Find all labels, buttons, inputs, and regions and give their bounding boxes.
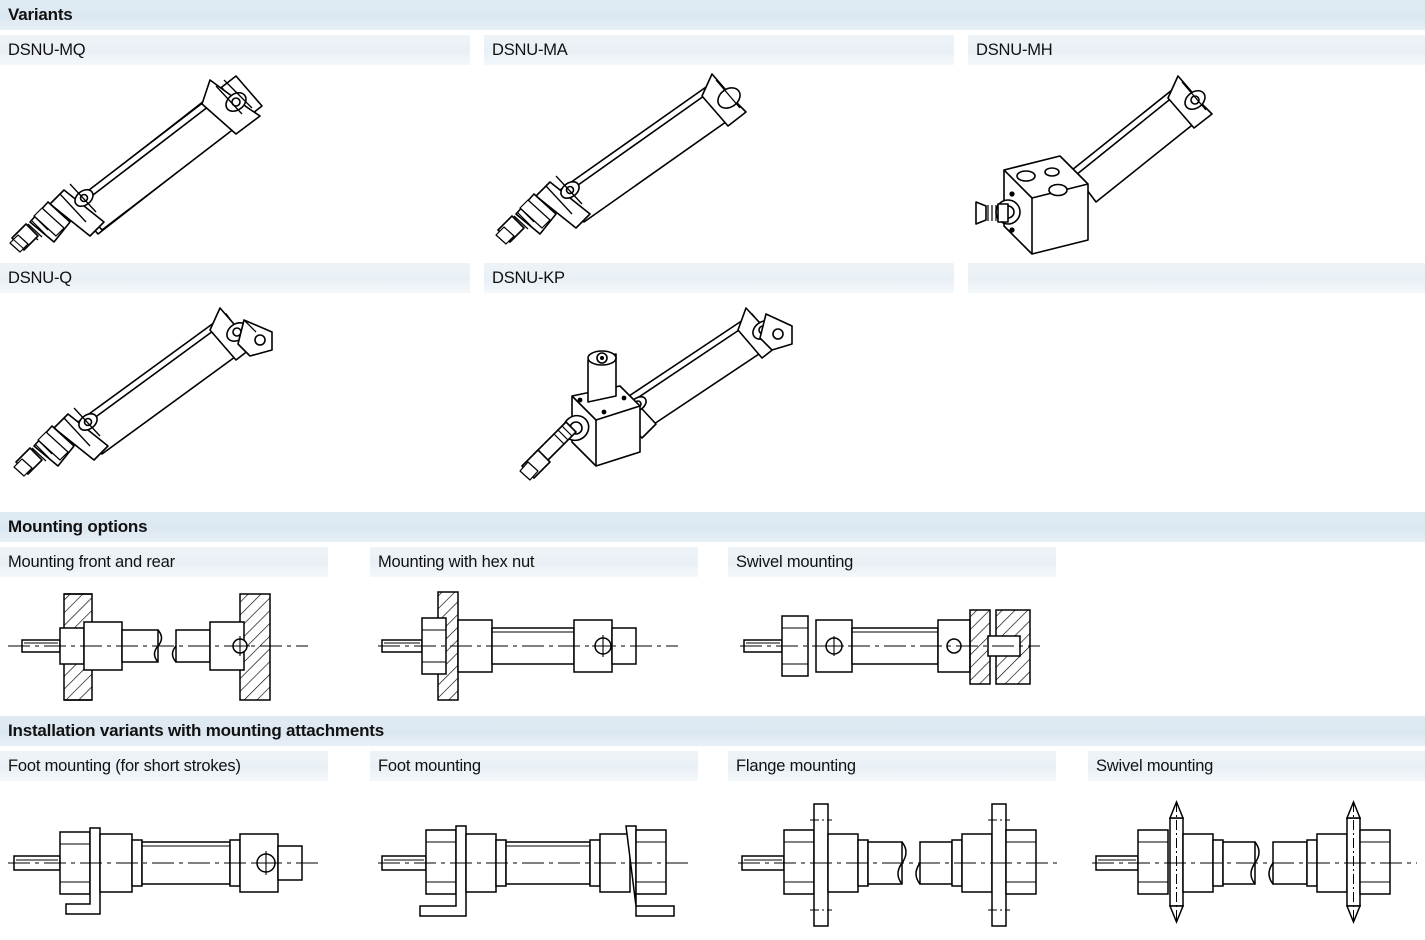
figure-mounting-front-and-rear bbox=[8, 592, 308, 702]
label-band-foot-mounting: Foot mounting bbox=[370, 751, 698, 781]
section-header-mounting-options: Mounting options bbox=[0, 512, 1425, 542]
installation-label: Foot mounting (for short strokes) bbox=[8, 756, 241, 775]
label-band-mounting-front-rear: Mounting front and rear bbox=[0, 547, 328, 577]
figure-flange-mounting bbox=[738, 796, 1058, 936]
label-band-dsnu-ma: DSNU-MA bbox=[484, 35, 954, 65]
installation-label: Foot mounting bbox=[378, 756, 481, 775]
mounting-label: Swivel mounting bbox=[736, 552, 854, 571]
variant-label: DSNU-MA bbox=[492, 40, 568, 59]
figure-swivel-mounting-installation bbox=[1092, 790, 1417, 940]
mounting-label: Mounting with hex nut bbox=[378, 552, 535, 571]
figure-mounting-with-hex-nut bbox=[378, 591, 678, 702]
figure-dsnu-kp bbox=[480, 300, 810, 490]
figure-dsnu-ma bbox=[488, 72, 768, 252]
label-band-dsnu-mq: DSNU-MQ bbox=[0, 35, 470, 65]
variant-label: DSNU-Q bbox=[8, 268, 72, 287]
section-title: Variants bbox=[8, 5, 73, 24]
variant-label: DSNU-MQ bbox=[8, 40, 86, 59]
mounting-label: Mounting front and rear bbox=[8, 552, 175, 571]
label-band-foot-mounting-short: Foot mounting (for short strokes) bbox=[0, 751, 328, 781]
label-band-flange-mounting: Flange mounting bbox=[728, 751, 1056, 781]
section-header-variants: Variants bbox=[0, 0, 1425, 30]
label-band-mounting-hex-nut: Mounting with hex nut bbox=[370, 547, 698, 577]
label-band-empty bbox=[968, 263, 1425, 293]
section-header-installation-variants: Installation variants with mounting atta… bbox=[0, 716, 1425, 746]
label-band-swivel-mounting: Swivel mounting bbox=[728, 547, 1056, 577]
variant-label: DSNU-KP bbox=[492, 268, 565, 287]
section-title: Mounting options bbox=[8, 517, 148, 536]
label-band-dsnu-q: DSNU-Q bbox=[0, 263, 470, 293]
figure-foot-mounting bbox=[378, 796, 688, 936]
label-band-dsnu-mh: DSNU-MH bbox=[968, 35, 1425, 65]
figure-swivel-mounting-option bbox=[740, 592, 1040, 702]
section-title: Installation variants with mounting atta… bbox=[8, 721, 384, 740]
figure-foot-mounting-short-strokes bbox=[8, 796, 318, 936]
figure-dsnu-mq bbox=[4, 72, 284, 253]
installation-label: Flange mounting bbox=[736, 756, 856, 775]
label-band-dsnu-kp: DSNU-KP bbox=[484, 263, 954, 293]
figure-dsnu-q bbox=[4, 302, 294, 482]
figure-dsnu-mh bbox=[968, 72, 1248, 257]
variant-label: DSNU-MH bbox=[976, 40, 1053, 59]
installation-label: Swivel mounting bbox=[1096, 756, 1214, 775]
label-band-swivel-mounting-install: Swivel mounting bbox=[1088, 751, 1425, 781]
